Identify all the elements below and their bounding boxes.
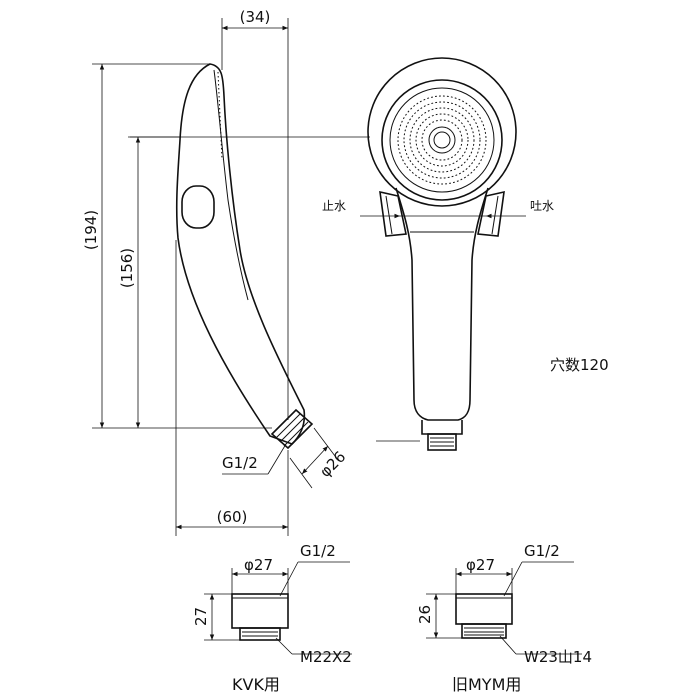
front-switch-detail xyxy=(491,195,499,235)
front-nozzle-ring xyxy=(415,113,469,167)
leader-line xyxy=(275,637,293,655)
kvk-body xyxy=(231,593,289,629)
side-view: (34) (194) (156) (60) G1/2 φ26 xyxy=(82,8,349,536)
leader-line xyxy=(499,635,517,655)
kvk-thread-top: G1/2 xyxy=(300,542,336,560)
mym-thread-lower xyxy=(461,623,507,639)
side-connector-thread xyxy=(275,413,309,447)
dim-arrow xyxy=(301,445,329,475)
front-head-ring xyxy=(389,87,495,193)
side-spray-face xyxy=(217,71,223,161)
adapter-kvk: φ27 G1/2 27 M22X2 KVK用 xyxy=(192,542,352,694)
front-nozzle-ring xyxy=(403,101,481,179)
dim-width-bottom: (60) xyxy=(217,508,248,526)
front-connector-nut xyxy=(427,433,457,451)
side-face-line xyxy=(213,69,249,301)
side-connector xyxy=(270,408,314,450)
mym-caption: 旧MYM用 xyxy=(452,675,521,694)
label-stop-water: 止水 xyxy=(322,199,346,213)
front-head-ring xyxy=(381,79,503,201)
dim-height-total: (194) xyxy=(82,210,100,250)
kvk-diameter: φ27 xyxy=(244,556,273,574)
mym-thread-bottom: W23山14 xyxy=(524,648,592,666)
dim-line xyxy=(289,457,313,489)
side-diameter-label: φ26 xyxy=(316,448,349,481)
label-hole-count: 穴数120 xyxy=(550,356,609,374)
leader-line xyxy=(503,561,523,597)
leader-line xyxy=(267,443,287,475)
dim-height-inner: (156) xyxy=(118,248,136,288)
dim-width-top: (34) xyxy=(240,8,271,26)
front-head-outer xyxy=(367,57,517,207)
front-center-ring xyxy=(428,126,456,154)
front-switch-detail xyxy=(385,195,393,235)
side-handle-outline xyxy=(175,63,306,445)
front-switch-right xyxy=(477,190,505,237)
mym-thread-top: G1/2 xyxy=(524,542,560,560)
side-switch-button xyxy=(181,185,215,229)
kvk-thread-bottom: M22X2 xyxy=(300,648,352,666)
dim-line xyxy=(313,427,339,461)
front-nozzle-ring xyxy=(397,95,487,185)
kvk-caption: KVK用 xyxy=(232,675,280,694)
kvk-thread-lower xyxy=(239,627,281,641)
mym-diameter: φ27 xyxy=(466,556,495,574)
adapter-mym: φ27 G1/2 26 W23山14 旧MYM用 xyxy=(416,542,592,694)
kvk-height: 27 xyxy=(192,607,210,626)
front-view: 止水 吐水 穴数120 xyxy=(130,57,609,451)
mym-height: 26 xyxy=(416,605,434,624)
side-thread-label: G1/2 xyxy=(222,454,258,472)
label-spray-water: 吐水 xyxy=(530,199,554,213)
leader-line xyxy=(279,561,299,597)
front-center-ring xyxy=(433,131,451,149)
front-connector-top xyxy=(421,420,463,435)
front-grip-outline xyxy=(395,187,489,421)
front-nozzle-ring xyxy=(421,119,463,161)
front-switch-left xyxy=(379,190,407,237)
front-nozzle-ring xyxy=(409,107,475,173)
